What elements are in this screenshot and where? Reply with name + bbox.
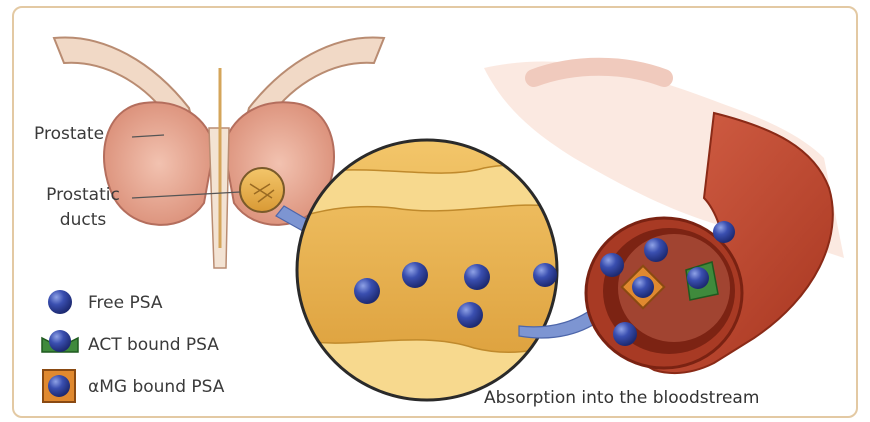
- free-psa-dot: [533, 263, 557, 287]
- free-psa-dot: [354, 278, 380, 304]
- free-psa-dot: [713, 221, 735, 243]
- prostatic-ducts-label-line1: Prostatic: [34, 185, 132, 205]
- magnified-duct-lens: [294, 138, 564, 408]
- psa-absorption-illustration: [14, 8, 858, 418]
- free-psa-dot: [613, 322, 637, 346]
- prostate-label: Prostate: [34, 124, 104, 144]
- free-psa-dot: [402, 262, 428, 288]
- free-psa-dot: [464, 264, 490, 290]
- legend-act-bound-psa-label: ACT bound PSA: [88, 335, 219, 355]
- absorption-caption: Absorption into the bloodstream: [484, 388, 759, 408]
- legend-amg-bound-psa-label: αMG bound PSA: [88, 377, 224, 397]
- free-psa-dot: [457, 302, 483, 328]
- legend-icons: [42, 290, 78, 402]
- orange-bound-dot-icon: [43, 370, 75, 402]
- legend-free-psa-label: Free PSA: [88, 293, 162, 313]
- blue-dot-icon: [48, 290, 72, 314]
- free-psa-dot: [600, 253, 624, 277]
- prostatic-ducts-label-line2: ducts: [34, 210, 132, 230]
- free-psa-dot: [644, 238, 668, 262]
- diagram-frame: Prostate Prostatic ducts Free PSA ACT bo…: [12, 6, 858, 418]
- green-bound-dot-icon: [42, 330, 78, 352]
